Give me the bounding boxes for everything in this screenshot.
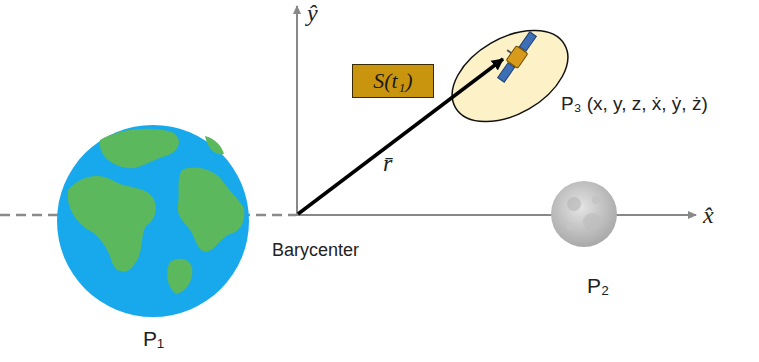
uncertainty-ellipse (436, 12, 583, 141)
origin-label: Barycenter (272, 241, 359, 261)
body-label: P₂ (587, 274, 609, 297)
x-axis (296, 214, 696, 216)
moon (551, 181, 617, 247)
axis-label: x̂ (703, 202, 714, 228)
earth (57, 125, 249, 317)
body-label: P₁ (143, 327, 164, 350)
state-label: P₃ (x, y, z, ẋ, ẏ, ż) (561, 94, 708, 115)
satellite (491, 27, 539, 84)
axis-label: ŷ (307, 0, 318, 26)
box-text: S(t₁) (373, 68, 412, 94)
vector-label: r̄ (383, 150, 392, 176)
position-vector (298, 59, 503, 214)
state-box: S(t₁) (352, 64, 434, 98)
y-axis (296, 6, 298, 216)
